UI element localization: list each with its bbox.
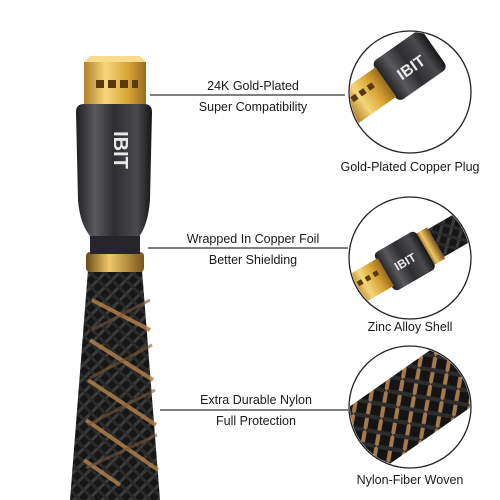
gold-collar — [86, 252, 144, 272]
feature-1-line1: 24K Gold-Plated — [207, 79, 299, 93]
callout-circle-plug: IBIT — [348, 30, 472, 154]
callout-circle-weave — [348, 345, 472, 469]
feature-2-line1: Wrapped In Copper Foil — [186, 232, 320, 246]
feature-3-line1: Extra Durable Nylon — [200, 393, 312, 407]
feature-3-line2: Full Protection — [216, 414, 296, 428]
feature-2-caption: Zinc Alloy Shell — [367, 320, 453, 334]
brand-logo: IBIT — [109, 131, 131, 169]
gold-plug — [84, 56, 146, 104]
braided-cable — [70, 270, 160, 500]
feature-3-caption: Nylon-Fiber Woven — [356, 473, 464, 487]
feature-2-line2: Better Shielding — [208, 253, 298, 267]
callout-circle-shell: IBIT — [348, 196, 472, 320]
leader-lines — [148, 94, 348, 411]
feature-1-caption: Gold-Plated Copper Plug — [340, 160, 480, 174]
feature-1-line2: Super Compatibility — [198, 100, 308, 114]
zinc-shell — [76, 104, 152, 254]
